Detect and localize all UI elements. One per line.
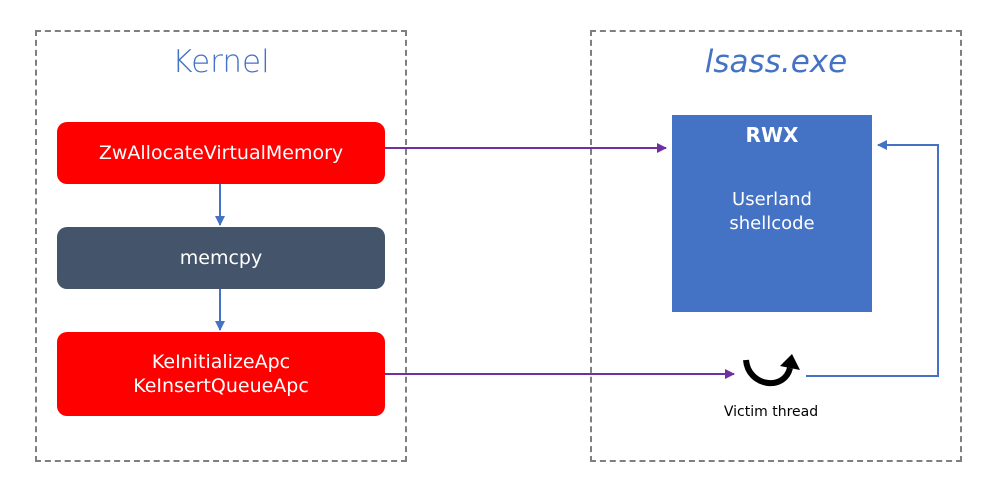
- memcpy-label: memcpy: [179, 247, 263, 269]
- shellcode-label: Userland shellcode: [672, 188, 872, 236]
- lsass-region: lsass.exe: [590, 30, 962, 462]
- kernel-title: Kernel: [172, 44, 270, 80]
- userland-label: Userland: [732, 189, 812, 210]
- zwallocatevirtualmemory-label: ZwAllocateVirtualMemory: [98, 142, 344, 164]
- kernel-region: Kernel: [35, 30, 407, 462]
- victim-thread-label: Victim thread: [723, 404, 819, 420]
- victim-thread-to-rwx-arrow: [806, 140, 939, 377]
- rwx-label: RWX: [745, 123, 799, 147]
- keinitializeapc-label: KeInitializeApc: [151, 351, 291, 373]
- zwallocatevirtualmemory-step: ZwAllocateVirtualMemory: [57, 122, 385, 184]
- memcpy-step: memcpy: [57, 227, 385, 289]
- apc-step: KeInitializeApc KeInsertQueueApc: [57, 332, 385, 416]
- rwx-memory-block: RWX Userland shellcode: [672, 115, 872, 312]
- keinsertqueueapc-label: KeInsertQueueApc: [133, 375, 309, 397]
- lsass-title: lsass.exe: [704, 44, 848, 80]
- shellcode-text-label: shellcode: [729, 213, 815, 234]
- circular-arrow-icon: [743, 354, 800, 387]
